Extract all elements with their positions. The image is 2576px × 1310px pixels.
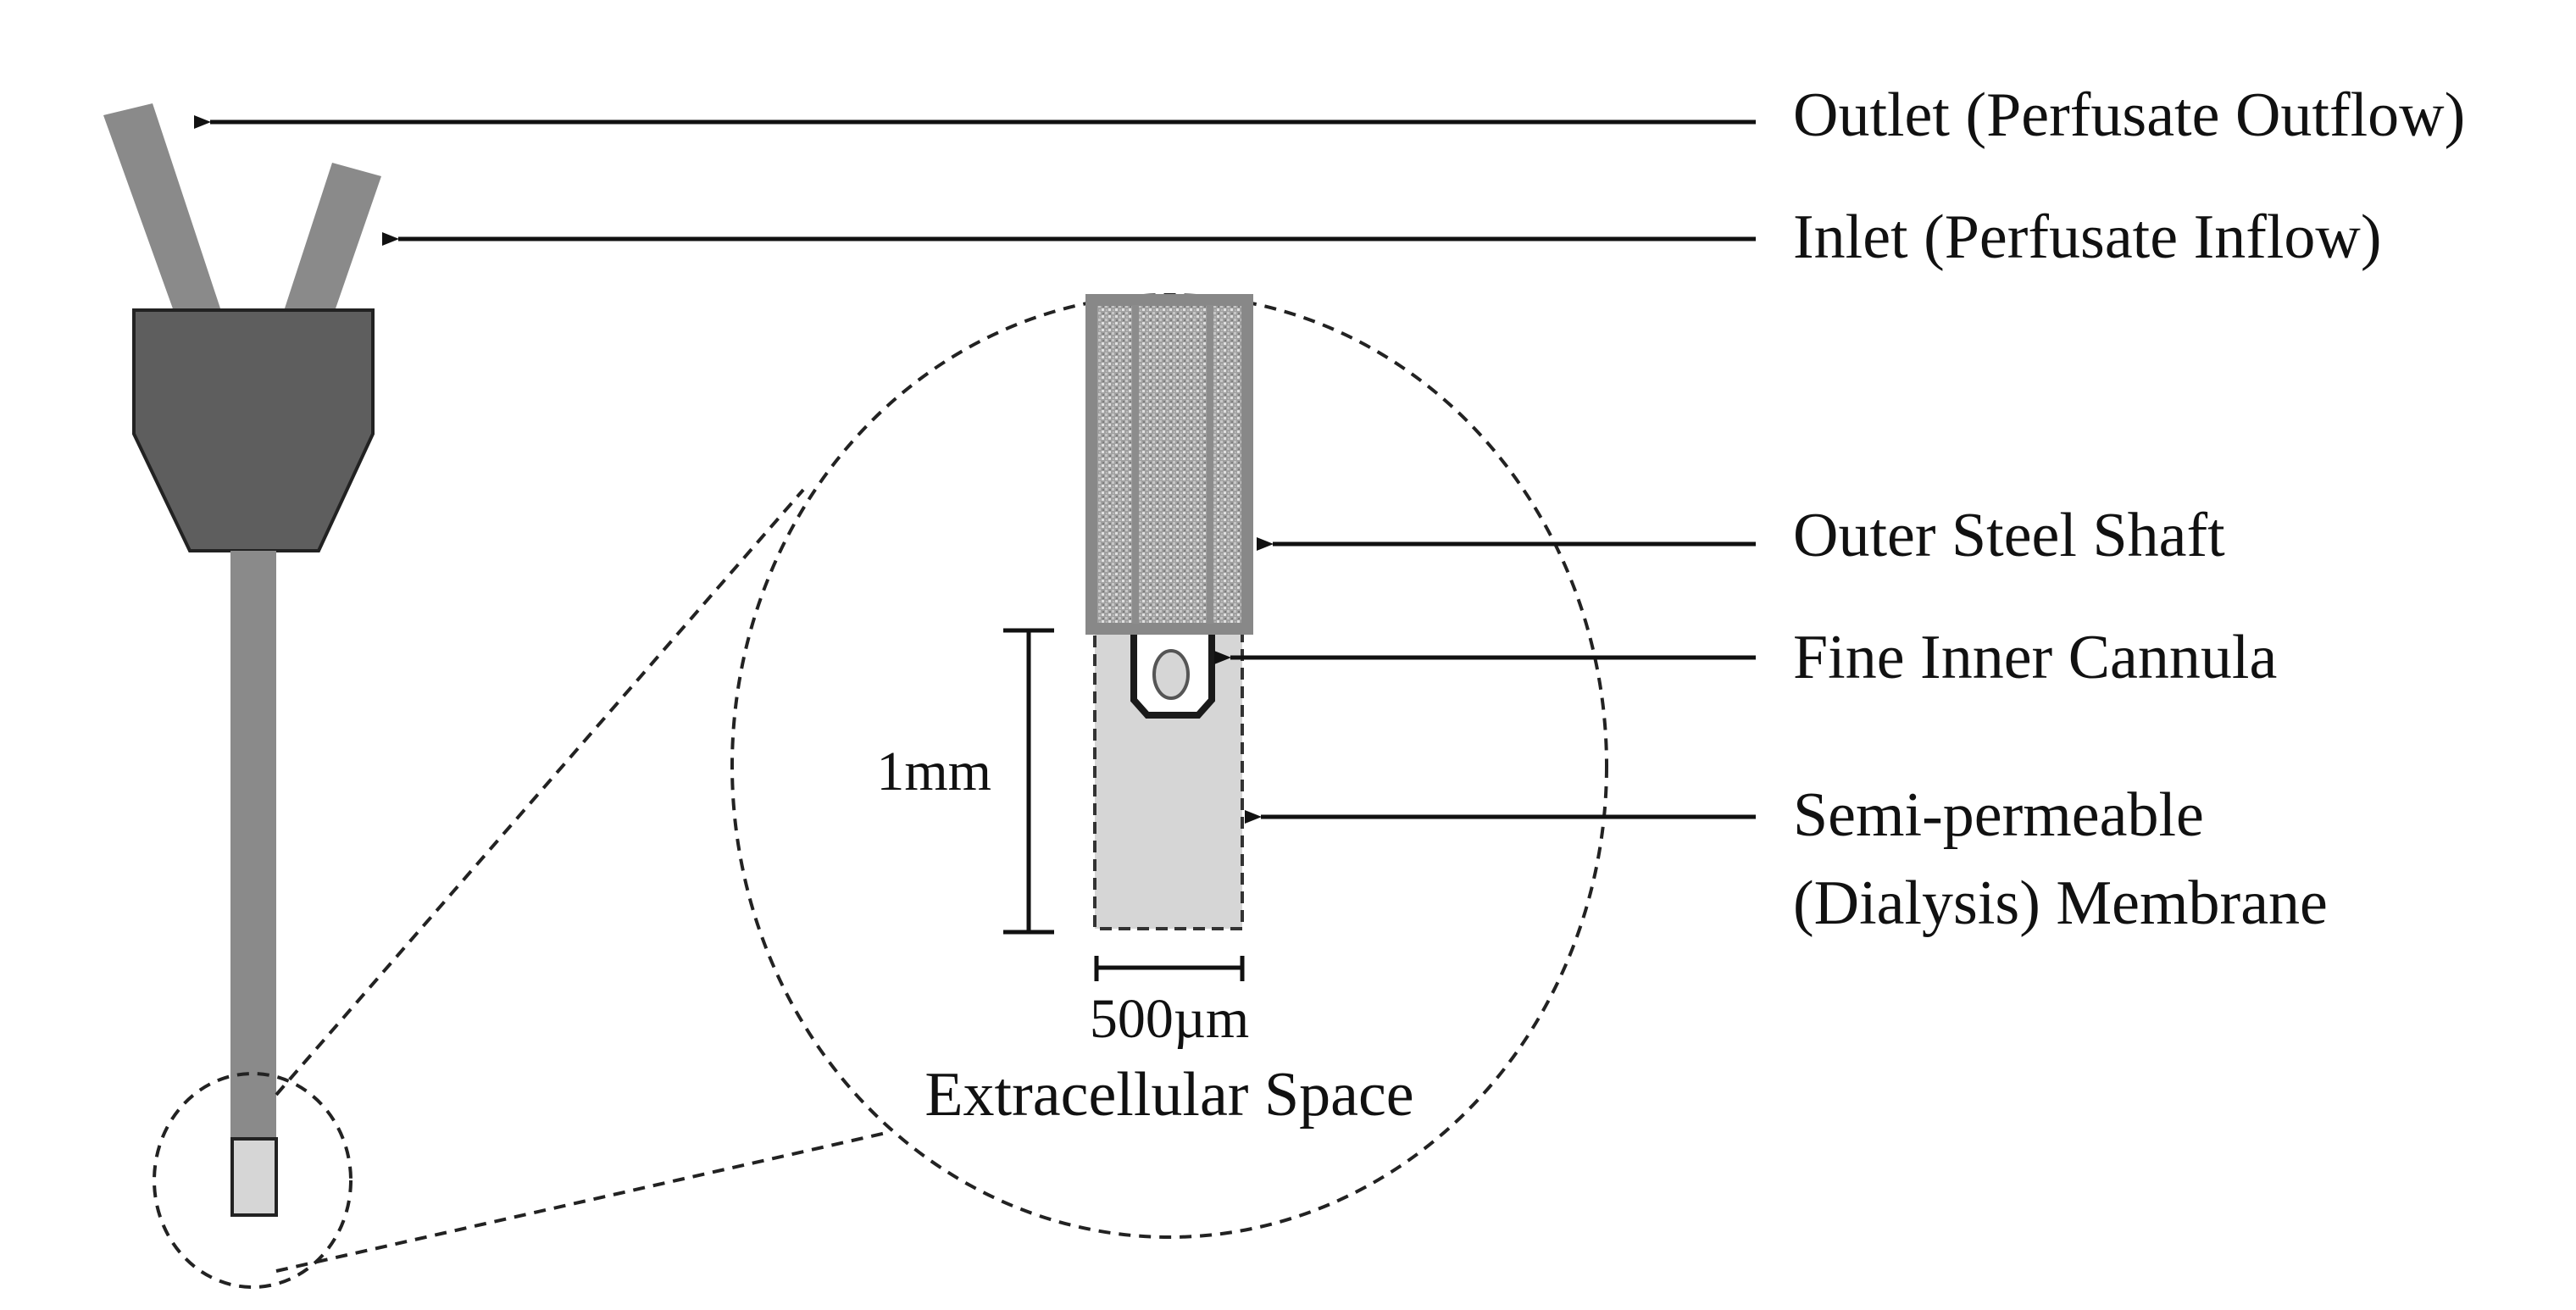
membrane-label-line2: (Dialysis) Membrane [1793,869,2328,938]
probe-membrane-tip [230,1137,278,1217]
inlet-label: Inlet (Perfusate Inflow) [1793,203,2382,272]
outer-shaft-label: Outer Steel Shaft [1793,501,2225,570]
zoom-line-lower [275,1130,891,1273]
inner-cannula-label: Fine Inner Cannula [1793,623,2277,692]
outlet-tube [103,103,222,314]
width-dimension-label: 500µm [1090,988,1249,1050]
magnified-view: 1mm 500µm Extracellular Space [730,293,1608,1239]
membrane-label-line1: Semi-permeable [1793,780,2204,850]
outer-steel-shaft [1085,294,1253,635]
length-dimension [1003,628,1054,935]
callout-arrows [194,115,1756,824]
probe-shaft [230,551,276,1139]
zoom-line-upper [275,488,805,1096]
extracellular-space-label: Extracellular Space [924,1060,1413,1130]
probe-hub [132,308,375,552]
probe-overview [103,103,381,1289]
length-dimension-label: 1mm [876,741,991,802]
outlet-label: Outlet (Perfusate Outflow) [1793,80,2465,150]
inlet-tube [283,163,381,314]
zoom-source-circle [153,1072,353,1289]
cannula-opening [1152,649,1190,700]
width-dimension [1094,956,1245,981]
callout-labels: Outlet (Perfusate Outflow) Inlet (Perfus… [1793,80,2465,938]
